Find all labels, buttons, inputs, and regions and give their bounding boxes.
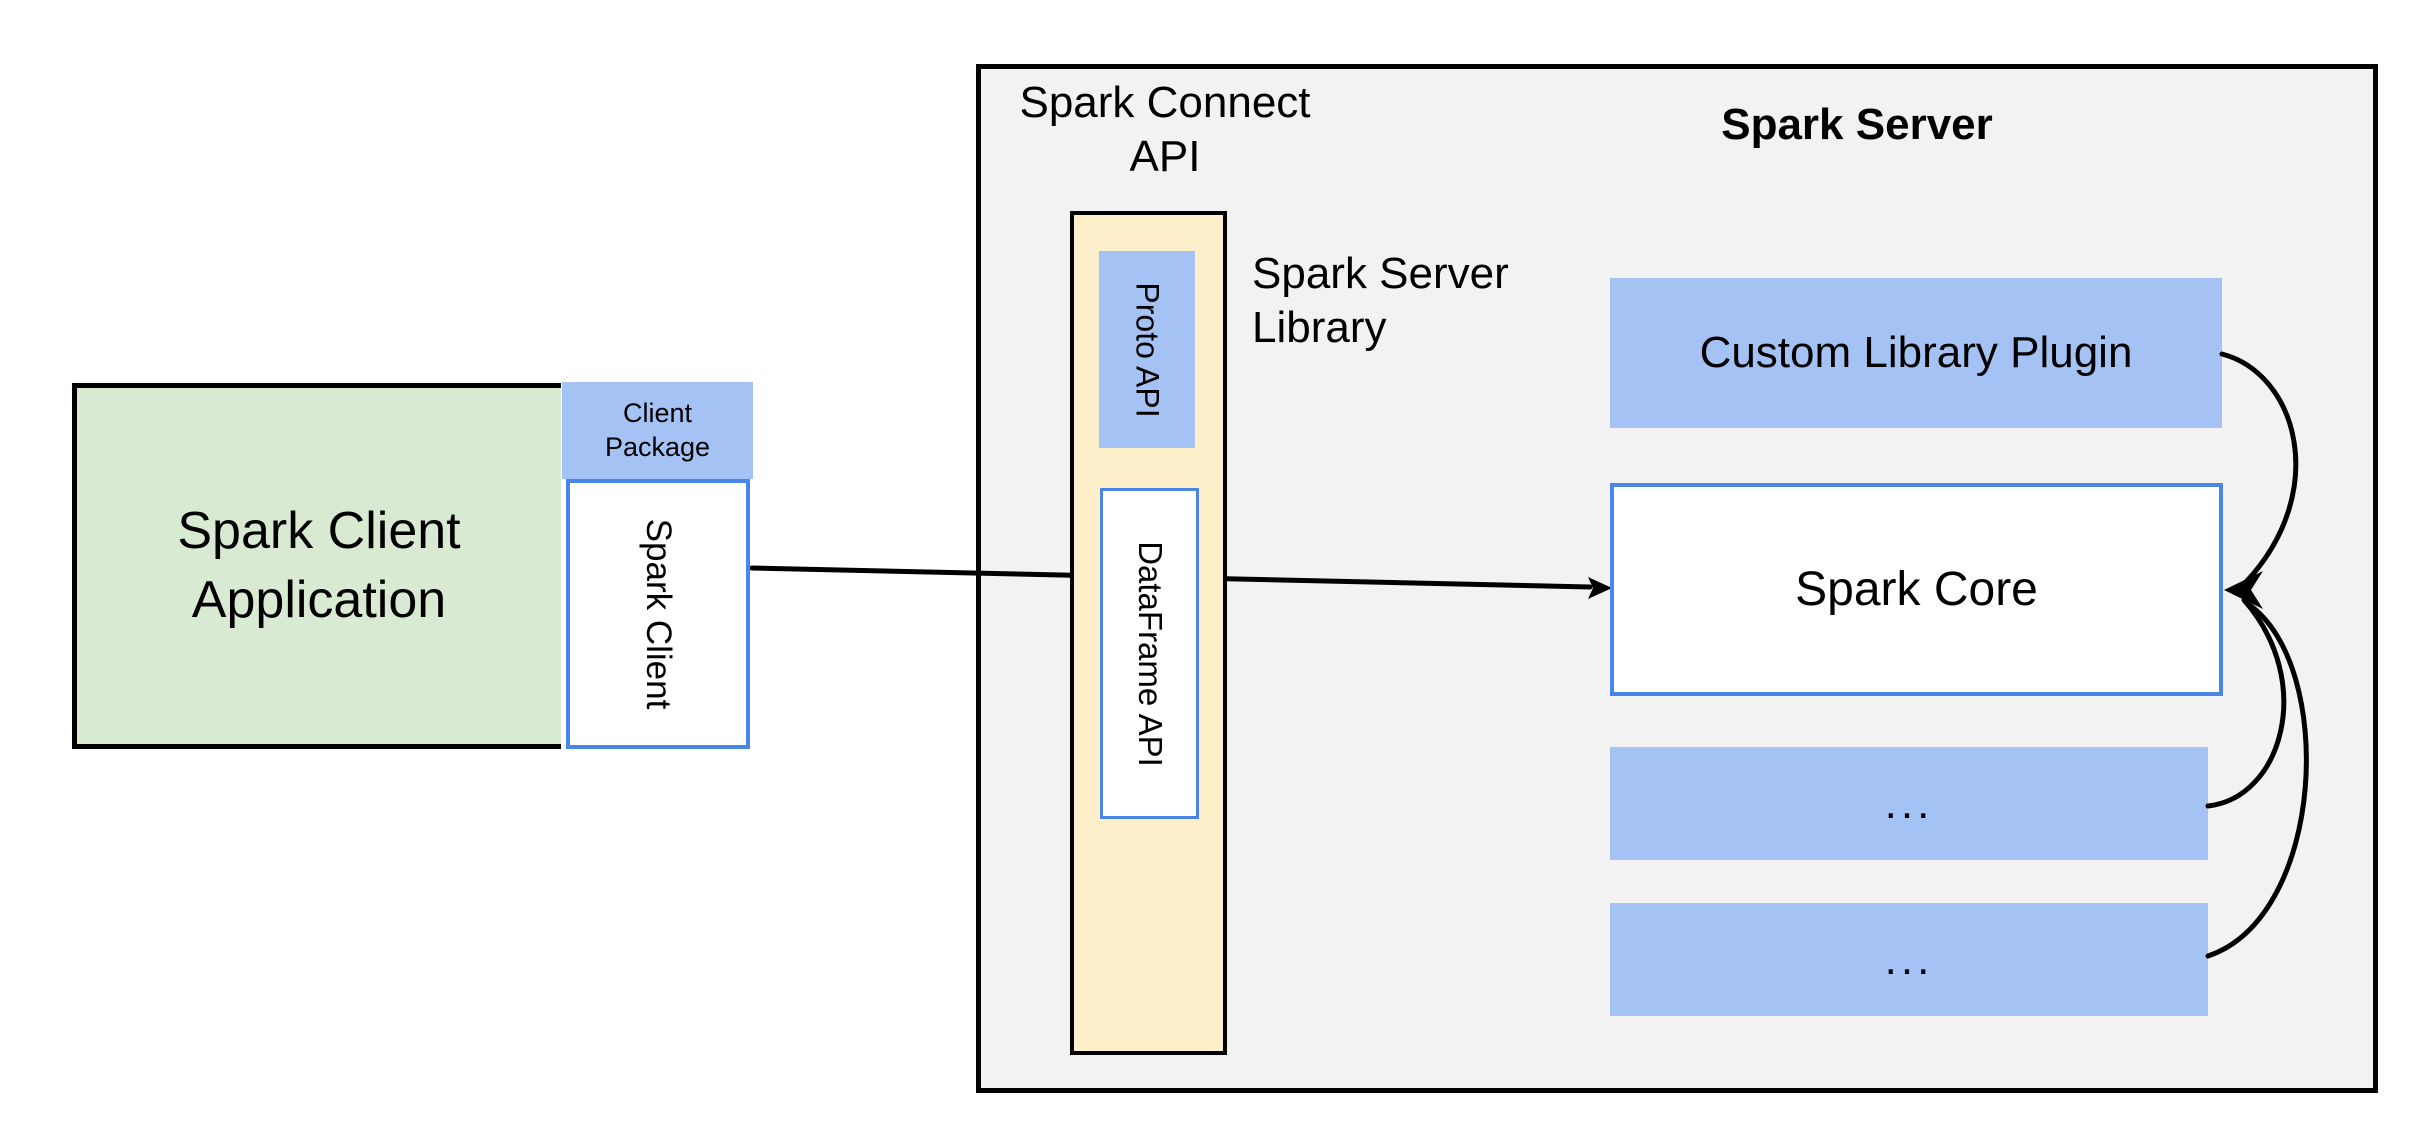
spark-core-label: Spark Core — [1795, 563, 2038, 616]
spark-server-library-label: Spark Server Library — [1252, 249, 1509, 352]
spark-server-title: Spark Server — [1721, 100, 1993, 149]
spark-client-box: Spark Client — [566, 479, 750, 749]
spark-client-application-label: Spark Client Application — [177, 502, 461, 629]
proto-api-box: Proto API — [1099, 251, 1195, 448]
dataframe-api-label: DataFrame API — [1131, 540, 1169, 767]
spark-client-label: Spark Client — [639, 518, 678, 710]
custom-library-plugin-label: Custom Library Plugin — [1699, 328, 2133, 377]
custom-library-plugin-box: Custom Library Plugin — [1610, 278, 2222, 428]
spark-core-box: Spark Core — [1610, 483, 2223, 696]
spark-client-application-box: Spark Client Application — [72, 383, 561, 749]
dataframe-api-box: DataFrame API — [1100, 488, 1199, 819]
spark-connect-api-title: Spark Connect API — [1019, 78, 1311, 181]
plugin-placeholder-box-2: ... — [1610, 903, 2208, 1016]
client-package-label: Client Package — [604, 397, 711, 462]
proto-api-label: Proto API — [1129, 281, 1166, 418]
ellipsis-label-1: ... — [1884, 778, 1934, 828]
client-package-box: Client Package — [562, 382, 753, 479]
ellipsis-label-2: ... — [1884, 934, 1934, 984]
plugin-placeholder-box-1: ... — [1610, 747, 2208, 860]
